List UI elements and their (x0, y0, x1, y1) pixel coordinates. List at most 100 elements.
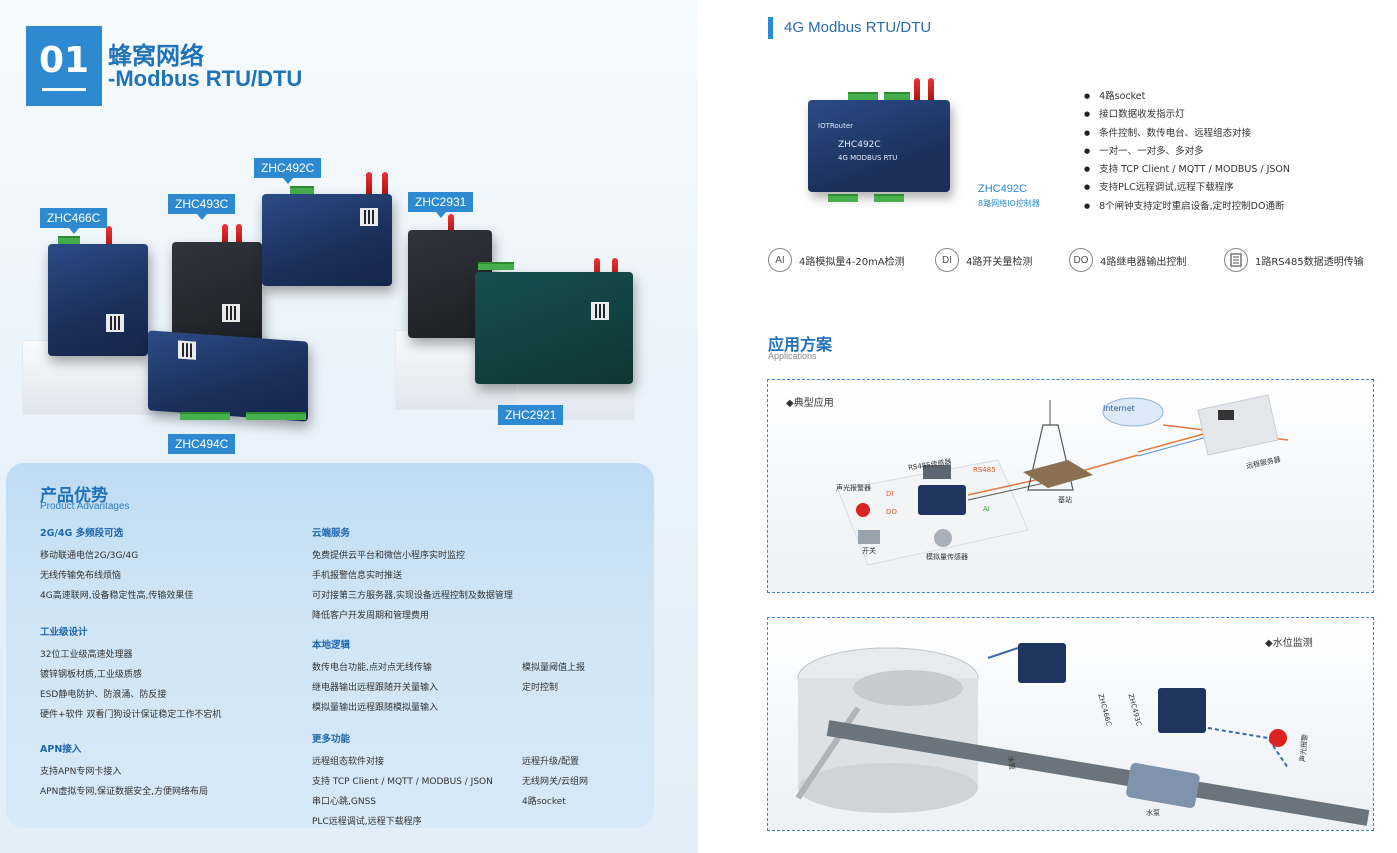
antenna (928, 78, 934, 102)
page-title-cn: 蜂窝网络 (108, 42, 204, 70)
advantage-line: 32位工业级高速处理器 (40, 650, 133, 660)
advantage-line: ESD静电防护、防浪涌、防反接 (40, 690, 167, 700)
terminal-block (884, 92, 910, 100)
network-illustration (837, 394, 1289, 566)
io-label: 1路RS485数据透明传输 (1255, 256, 1364, 268)
advantage-line: 无线网关/云组网 (522, 777, 589, 787)
advantage-line: 模拟量输出远程跟随模拟量输入 (312, 703, 439, 713)
advantage-line: 硬件+软件 双看门狗设计保证稳定工作不宕机 (40, 710, 222, 720)
advantage-block: 云端服务 免费提供云平台和微信小程序实时监控 手机报警信息实时推送 可对接第三方… (312, 524, 513, 626)
di-icon: DI (935, 248, 959, 272)
io-item: DI 4路开关量检测 (935, 248, 1032, 272)
advantage-heading: 云端服务 (312, 528, 351, 539)
advantages-subtitle: Product Advantages (40, 501, 130, 512)
do-icon: DO (1069, 248, 1093, 272)
product-name: ZHC492C (978, 183, 1027, 195)
advantage-line: 远程组态软件对接 (312, 757, 385, 767)
qr-code (106, 314, 124, 332)
rs485-port-icon (1224, 248, 1248, 272)
qr-code (178, 340, 196, 360)
model-tag: ZHC494C (168, 434, 236, 454)
terminal-block (478, 262, 514, 270)
device-zhc494c (148, 330, 308, 422)
io-item: DO 4路继电器输出控制 (1069, 248, 1186, 272)
feature-item: 支持 TCP Client / MQTT / MODBUS / JSON (1084, 161, 1290, 179)
advantage-heading: APN接入 (40, 744, 82, 755)
rs485-label: RS485 (973, 466, 996, 474)
io-label: 4路模拟量4-20mA检测 (799, 256, 905, 268)
advantage-line: 4G高速联网,设备稳定性高,传输效果佳 (40, 591, 194, 601)
terminal-block (246, 412, 306, 420)
io-item: AI 4路模拟量4-20mA检测 (768, 248, 905, 272)
diagram-caption: ◆典型应用 (786, 398, 834, 409)
io-label: 4路继电器输出控制 (1100, 256, 1187, 268)
antenna (594, 258, 600, 282)
terminal-block (290, 186, 314, 194)
qr-code (591, 302, 609, 320)
advantage-line: 移动联通电信2G/3G/4G (40, 551, 139, 561)
diagram-caption: ◆水位监测 (1265, 638, 1313, 649)
model-tag: ZHC492C (254, 158, 322, 184)
device-zhc466c (48, 244, 148, 356)
feature-item: 4路socket (1084, 88, 1290, 106)
water-tank-illustration (795, 643, 1370, 826)
pump-label: 水泵 (1146, 809, 1160, 817)
advantage-block: 本地逻辑 数传电台功能,点对点无线传输 继电器输出远程跟随开关量输入 模拟量输出… (312, 636, 585, 718)
terminal-block (58, 236, 80, 244)
advantage-line: 远程升级/配置 (522, 757, 580, 767)
advantage-heading: 更多功能 (312, 734, 351, 745)
section-number: 01 (38, 40, 90, 81)
advantage-line: 支持 TCP Client / MQTT / MODBUS / JSON (312, 777, 493, 787)
advantage-line: 继电器输出远程跟随开关量输入 (312, 683, 439, 693)
section-title: 4G Modbus RTU/DTU (784, 19, 932, 36)
right-page: 4G Modbus RTU/DTU IOTRouter ZHC492C 4G M… (698, 0, 1397, 853)
advantage-line: 数传电台功能,点对点无线传输 (312, 663, 432, 673)
qr-code (360, 208, 378, 226)
qr-code (222, 304, 240, 322)
feature-item: 条件控制、数传电台、远程组态对接 (1084, 125, 1290, 143)
switch-label: 开关 (862, 547, 876, 555)
model-tag: ZHC2921 (498, 405, 564, 425)
advantage-block: 工业级设计 32位工业级高速处理器 镀锌钢板材质,工业级质感 ESD静电防护、防… (40, 623, 221, 725)
advantage-line: 手机报警信息实时推送 (312, 571, 403, 581)
antenna (366, 172, 372, 196)
feature-item: 8个闸钟支持定时重启设备,定时控制DO通断 (1084, 198, 1290, 216)
model-tag: ZHC2931 (408, 192, 474, 218)
alarm-label: 声光报警器 (836, 484, 871, 492)
number-underline (42, 88, 86, 91)
device-brand: IOTRouter (818, 122, 854, 130)
advantage-line: 串口心跳,GNSS (312, 797, 376, 807)
ai-label: AI (983, 505, 990, 513)
io-item: 1路RS485数据透明传输 (1224, 248, 1364, 272)
page-title-en: -Modbus RTU/DTU (108, 66, 303, 91)
antenna (106, 226, 112, 250)
advantage-heading: 2G/4G 多频段可选 (40, 528, 124, 539)
advantage-line: 镀锌钢板材质,工业级质感 (40, 670, 142, 680)
antenna (612, 258, 618, 282)
advantage-line: 支持APN专网卡接入 (40, 767, 122, 777)
advantage-block: APN接入 支持APN专网卡接入 APN虚拟专网,保证数据安全,方便网络布局 (40, 740, 208, 802)
device-zhc493c (172, 242, 262, 348)
water-level-diagram: ◆水位监测 水管 水泵 声光报警 ZHC466C ZHC493C (767, 617, 1374, 831)
di-label: DI (886, 490, 894, 498)
section-accent-bar (768, 17, 773, 39)
io-label: 4路开关量检测 (966, 256, 1033, 268)
advantage-line: 降低客户开发周期和管理费用 (312, 611, 430, 621)
feature-item: 一对一、一对多、多对多 (1084, 143, 1290, 161)
advantage-block: 2G/4G 多频段可选 移动联通电信2G/3G/4G 无线传输免布线烦恼 4G高… (40, 524, 193, 606)
antenna (448, 214, 454, 238)
feature-item: 接口数据收发指示灯 (1084, 106, 1290, 124)
applications-subtitle: Applications (768, 351, 817, 361)
advantages-title: 产品优势 (40, 486, 108, 506)
advantage-line: 免费提供云平台和微信小程序实时监控 (312, 551, 466, 561)
device-line: 4G MODBUS RTU (838, 154, 898, 162)
model-tag: ZHC466C (40, 208, 108, 234)
advantage-line: 无线传输免布线烦恼 (40, 571, 122, 581)
advantage-line: 可对接第三方服务器,实现设备远程控制及数据管理 (312, 591, 513, 601)
antenna (382, 172, 388, 196)
product-image: IOTRouter ZHC492C 4G MODBUS RTU (808, 100, 950, 192)
left-page: 01 蜂窝网络 -Modbus RTU/DTU (0, 0, 698, 853)
product-photo: ZHC466C ZHC493C ZHC492C ZHC2931 ZHC2921 … (0, 150, 698, 460)
device-model: ZHC492C (838, 140, 881, 150)
ai-icon: AI (768, 248, 792, 272)
